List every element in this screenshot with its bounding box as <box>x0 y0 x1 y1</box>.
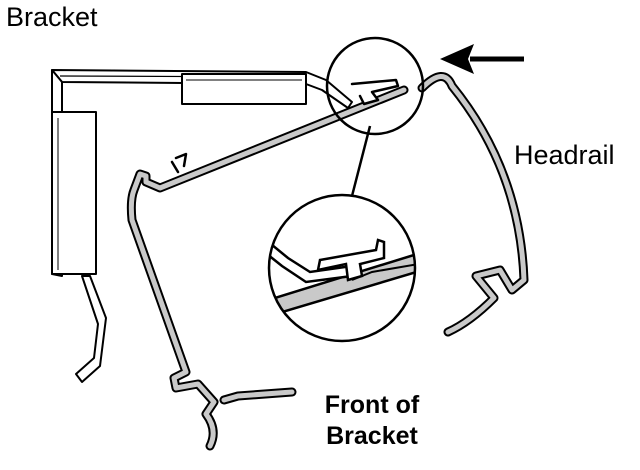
detail-leader-line <box>350 125 372 197</box>
headrail-top-tab <box>170 152 188 174</box>
bracket-lower-tab <box>75 275 107 383</box>
bracket <box>51 69 353 383</box>
front-label-line1: Front of <box>324 391 420 419</box>
front-label-line2: Bracket <box>326 422 418 450</box>
zoom-clip-hook <box>316 238 386 282</box>
headrail-front-lip-fill <box>221 389 295 403</box>
left-arrow-icon <box>440 44 524 74</box>
zoom-circle <box>267 193 417 343</box>
headrail-top-wall-fill <box>128 87 407 449</box>
headrail-clip-hook <box>350 78 400 106</box>
bracket-top-block <box>181 73 307 105</box>
detail-callout <box>267 36 425 343</box>
headrail-body-fill <box>419 74 527 335</box>
zoom-rail-band <box>269 248 415 320</box>
front-of-bracket-label: Front of Bracket <box>312 390 432 452</box>
small-focus-circle <box>325 36 425 136</box>
headrail-label: Headrail <box>514 140 615 170</box>
headrail <box>126 72 529 451</box>
zoom-contents <box>269 238 415 320</box>
bracket-label: Bracket <box>6 2 98 32</box>
bracket-back-block <box>51 111 97 275</box>
